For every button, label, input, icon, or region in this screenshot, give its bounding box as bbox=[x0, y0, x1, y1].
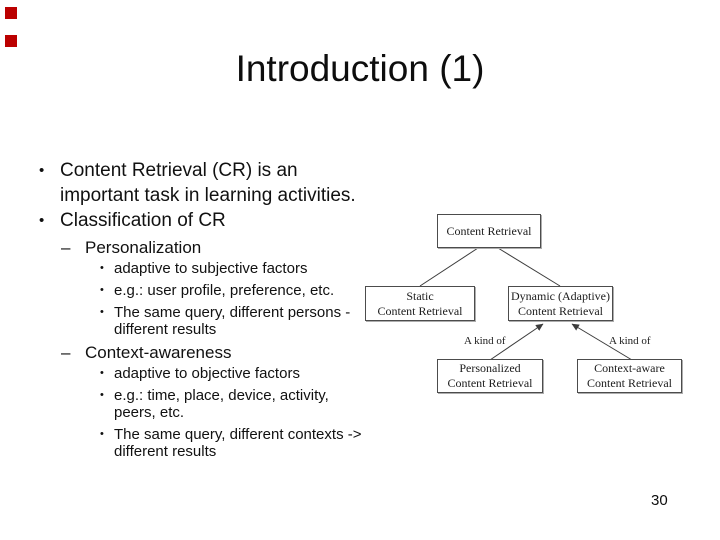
slide-title: Introduction (1) bbox=[235, 48, 485, 89]
cr-classification-diagram: Content Retrieval Static Content Retriev… bbox=[360, 205, 695, 405]
edge-root-to-dynamic bbox=[497, 247, 561, 287]
bullet-text: adaptive to objective factors bbox=[114, 365, 300, 382]
bullet-icon: • bbox=[100, 389, 104, 401]
red-square-decoration bbox=[5, 35, 17, 47]
bullet-text: e.g.: user profile, preference, etc. bbox=[114, 282, 335, 299]
node-label: Content Retrieval bbox=[446, 223, 532, 238]
edge-label-a-kind-of: A kind of bbox=[464, 335, 506, 347]
bullet-item: – Context-awareness bbox=[0, 341, 420, 365]
node-label: Content Retrieval bbox=[518, 303, 603, 318]
bullet-text: important task in learning activities. bbox=[60, 185, 356, 206]
dash-bullet-icon: – bbox=[61, 343, 71, 362]
bullet-text: e.g.: time, place, device, activity, bbox=[114, 387, 329, 404]
bullet-text: The same query, different persons - bbox=[114, 304, 351, 321]
bullet-text: Context-awareness bbox=[85, 343, 232, 362]
bullet-icon: • bbox=[39, 212, 45, 229]
node-label: Context-aware bbox=[594, 361, 665, 375]
dash-bullet-icon: – bbox=[61, 238, 71, 257]
node-label: Personalized bbox=[459, 361, 521, 375]
bullet-item: • e.g.: time, place, device, activity, p… bbox=[0, 387, 420, 421]
bullet-item: • Content Retrieval (CR) is an important… bbox=[0, 158, 420, 208]
node-content-retrieval: Content Retrieval bbox=[437, 214, 541, 248]
diagram-connector-lines bbox=[419, 247, 633, 361]
bullet-text: Personalization bbox=[85, 238, 202, 257]
red-square-decoration bbox=[5, 7, 17, 19]
bullet-icon: • bbox=[100, 284, 104, 296]
bullet-icon: • bbox=[100, 262, 104, 274]
bullet-text: peers, etc. bbox=[114, 404, 185, 421]
bullet-text: different results bbox=[114, 321, 217, 338]
node-context-aware-content-retrieval: Context-aware Content Retrieval bbox=[577, 359, 682, 393]
bullet-item: • e.g.: user profile, preference, etc. bbox=[0, 282, 420, 299]
node-label: Static bbox=[406, 288, 434, 303]
bullet-icon: • bbox=[100, 428, 104, 440]
bullet-text: The same query, different contexts -> bbox=[114, 426, 362, 443]
bullet-item: – Personalization bbox=[0, 236, 420, 260]
bullet-item: • The same query, different persons - di… bbox=[0, 304, 420, 338]
bullet-text: Classification of CR bbox=[60, 210, 226, 231]
bullet-item: • adaptive to subjective factors bbox=[0, 260, 420, 277]
edge-label-a-kind-of: A kind of bbox=[609, 335, 651, 347]
node-static-content-retrieval: Static Content Retrieval bbox=[365, 286, 475, 321]
bullet-list: • Content Retrieval (CR) is an important… bbox=[0, 158, 420, 460]
bullet-icon: • bbox=[100, 367, 104, 379]
bullet-text: Content Retrieval (CR) is an bbox=[60, 160, 298, 181]
node-dynamic-content-retrieval: Dynamic (Adaptive) Content Retrieval bbox=[508, 286, 613, 321]
edge-contextaware-to-dynamic-arrow bbox=[571, 323, 633, 361]
bullet-icon: • bbox=[100, 306, 104, 318]
edge-root-to-static bbox=[419, 247, 479, 287]
page-number: 30 bbox=[651, 492, 668, 509]
bullet-item: • Classification of CR bbox=[0, 208, 420, 233]
node-label: Content Retrieval bbox=[587, 376, 672, 390]
node-label: Content Retrieval bbox=[377, 303, 463, 318]
node-personalized-content-retrieval: Personalized Content Retrieval bbox=[437, 359, 543, 393]
node-label: Dynamic (Adaptive) bbox=[511, 288, 610, 303]
node-label: Content Retrieval bbox=[447, 376, 533, 390]
bullet-item: • The same query, different contexts -> … bbox=[0, 426, 420, 460]
bullet-text: different results bbox=[114, 443, 217, 460]
edge-personalized-to-dynamic-arrow bbox=[489, 323, 544, 361]
bullet-text: adaptive to subjective factors bbox=[114, 260, 308, 277]
bullet-icon: • bbox=[39, 162, 45, 179]
bullet-item: • adaptive to objective factors bbox=[0, 365, 420, 382]
